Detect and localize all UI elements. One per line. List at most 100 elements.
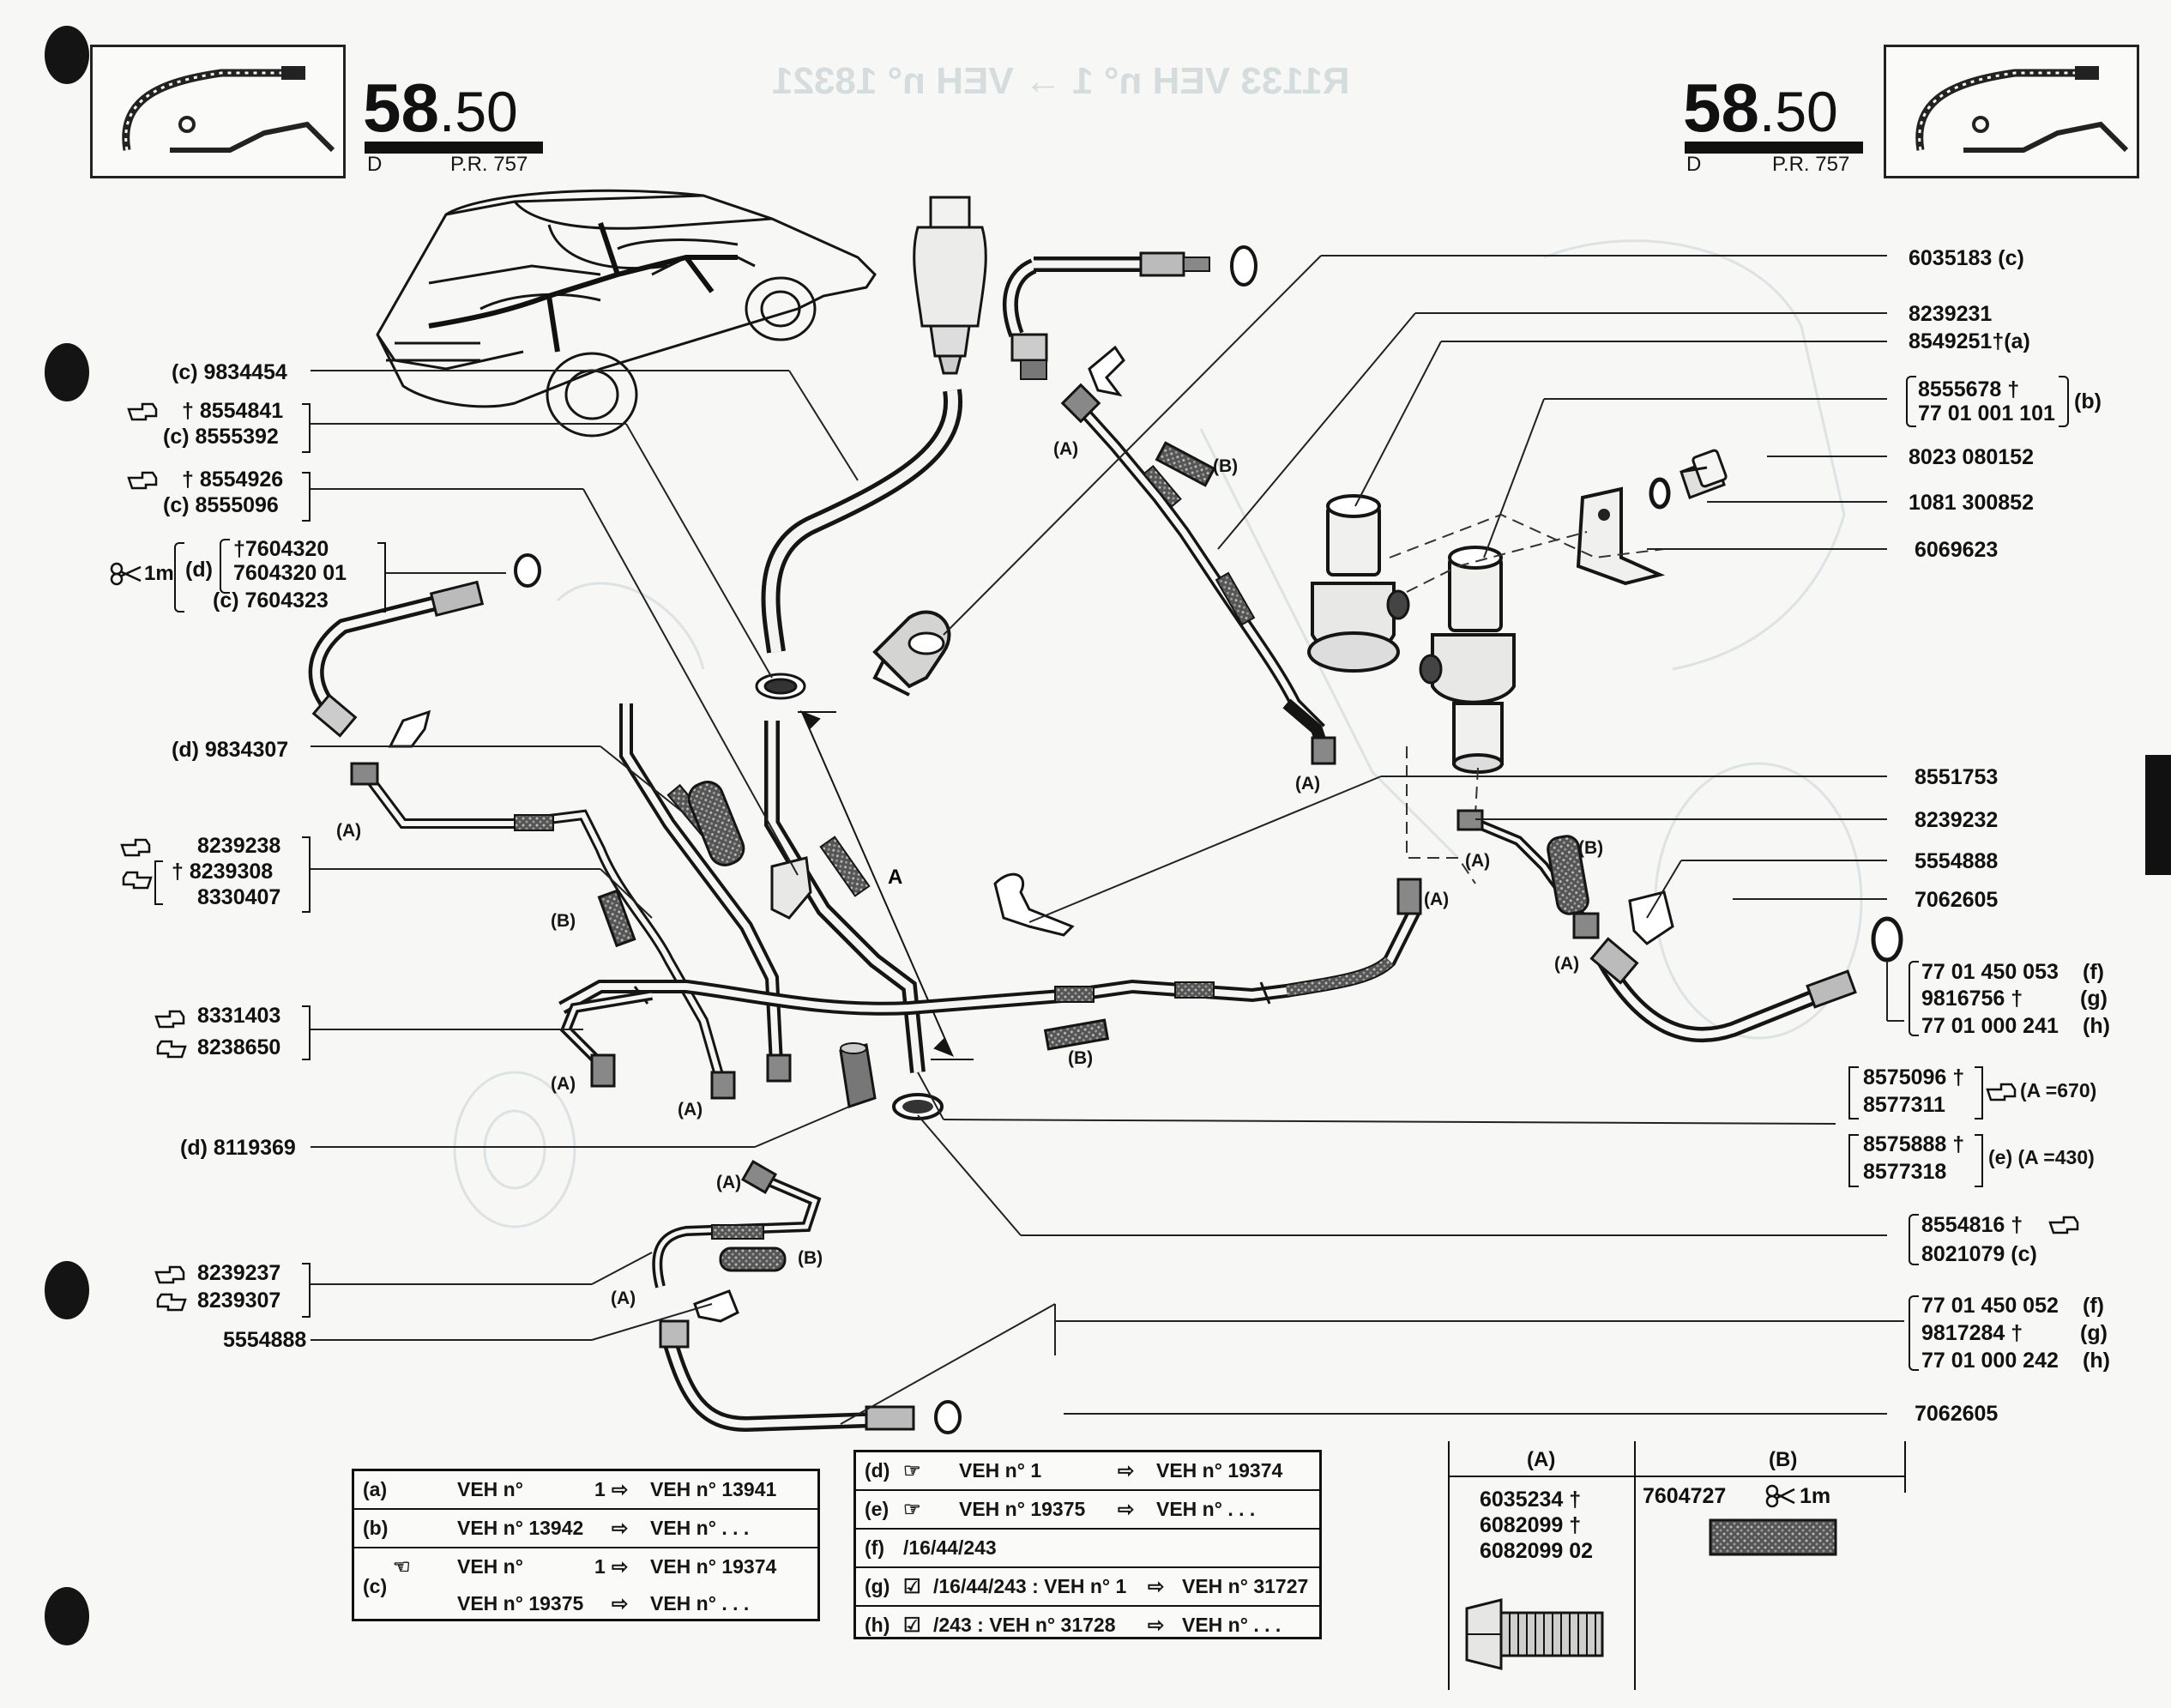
variant-code: (g)	[2080, 1321, 2108, 1345]
hand-pointer-right-icon	[154, 1038, 187, 1063]
section-thumbnail-left	[90, 45, 346, 178]
part-label: 8239232	[1915, 808, 1999, 832]
arrow-right-icon: ⇨	[612, 1555, 629, 1578]
punch-hole	[45, 1587, 89, 1645]
section-ref: P.R. 757	[450, 153, 528, 176]
variant-code: (h)	[2083, 1349, 2110, 1373]
branch-pipe	[559, 990, 653, 1088]
union-fitting-icon	[1465, 1598, 1604, 1670]
flexible-hose-lower	[659, 1319, 962, 1434]
table-row: (e) ☞ VEH n° 19375 ⇨ VEH n° . . .	[856, 1491, 1319, 1530]
svg-text:(A): (A)	[1465, 851, 1490, 871]
part-label: 8331403	[197, 1004, 281, 1028]
part-label: 5554888	[223, 1328, 307, 1352]
sleeve-b	[687, 781, 745, 866]
part-label: (c) 8555392	[163, 425, 279, 449]
rigid-pipe-lower	[652, 1160, 822, 1289]
section-bar	[1685, 142, 1863, 154]
scissors-icon	[1765, 1484, 1796, 1512]
bracket	[1975, 1134, 1983, 1187]
svg-text:(B): (B)	[1213, 456, 1238, 476]
part-label: 1081 300852	[1909, 491, 2034, 515]
table-row: (g) ☑ /16/44/243 : VEH n° 1 ⇨ VEH n° 317…	[856, 1568, 1319, 1607]
bracket	[377, 542, 386, 613]
punch-hole	[45, 343, 89, 401]
bracket	[302, 403, 311, 453]
arrow-right-icon: ⇨	[1118, 1459, 1135, 1482]
svg-text:(A): (A)	[1554, 954, 1579, 974]
check-mark-icon: ☑	[903, 1575, 921, 1597]
spring-clip	[693, 1289, 739, 1323]
sleeve-b	[1043, 1018, 1110, 1051]
svg-text:(B): (B)	[551, 911, 576, 931]
flexible-hose-left	[308, 553, 541, 738]
part-label: 6069623	[1915, 538, 1999, 562]
part-label: †7604320	[233, 537, 329, 561]
arrow-right-icon: ⇨	[1148, 1575, 1165, 1597]
hand-pointer-right-icon: ☞	[903, 1459, 921, 1482]
union-nut	[839, 1042, 877, 1108]
hose-thumbnail-icon	[122, 66, 335, 153]
arrow-right-icon: ⇨	[612, 1592, 629, 1614]
length-qty: 1m	[144, 562, 174, 585]
sleeve-b	[1155, 441, 1216, 487]
index-tab	[2145, 755, 2171, 875]
part-label: 7604320 01	[233, 561, 347, 585]
leader-lines	[311, 370, 859, 1341]
svg-text:(A): (A)	[336, 821, 361, 841]
part-label: 8239238	[197, 834, 281, 858]
dimension-label: A	[888, 866, 902, 889]
hose-thumbnail-icon	[1915, 66, 2129, 153]
bleed-through-drawing	[453, 239, 1863, 1228]
part-label: 8238650	[197, 1035, 281, 1059]
variant-code: (f)	[2083, 960, 2104, 984]
part-label: † 8554926	[182, 468, 284, 492]
spring-clip	[1088, 345, 1125, 397]
length-note: (A =670)	[2020, 1079, 2097, 1101]
part-label: 77 01 450 053	[1921, 960, 2059, 984]
svg-text:(A): (A)	[611, 1289, 636, 1308]
dimension-a	[798, 710, 974, 1060]
section-letter: D	[367, 153, 383, 176]
section-thumbnail-right	[1884, 45, 2139, 178]
car-illustration	[376, 189, 877, 438]
part-label: 8575888 †	[1863, 1132, 1965, 1156]
sleeve-b	[597, 889, 636, 948]
check-mark-icon: ☑	[903, 1614, 921, 1636]
part-label: 7062605	[1915, 888, 1999, 912]
bracket	[1909, 1214, 1919, 1265]
divider	[1448, 1476, 1904, 1477]
fluid-reservoir	[913, 196, 987, 375]
arrow-right-icon: ⇨	[612, 1478, 629, 1500]
sleeve-b	[719, 1246, 787, 1272]
rigid-pipe-long	[764, 721, 926, 1073]
divider	[1634, 1441, 1636, 1690]
arrow-right-icon: ⇨	[612, 1517, 629, 1539]
svg-text:(A): (A)	[551, 1074, 576, 1094]
bracket	[1909, 1295, 1919, 1371]
flexible-hose-top	[1003, 245, 1257, 380]
spring-clip	[1628, 890, 1674, 945]
part-label: 8577318	[1863, 1160, 1947, 1184]
bracket	[1906, 376, 1916, 427]
part-label: 77 01 001 101	[1918, 401, 2055, 425]
svg-text:(A): (A)	[716, 1173, 741, 1192]
bolt	[1680, 449, 1728, 499]
bracket	[1848, 1134, 1859, 1187]
hand-pointer-left-icon	[154, 1008, 187, 1033]
part-label: 77 01 450 052	[1921, 1294, 2059, 1318]
table-row: (f) /16/44/243	[856, 1530, 1319, 1568]
table-row: (d) ☞ VEH n° 1 ⇨ VEH n° 19374	[856, 1452, 1319, 1491]
washer	[1649, 477, 1671, 510]
part-label: 6082099 02	[1480, 1539, 1594, 1563]
part-label: 8575096 †	[1863, 1065, 1965, 1089]
part-label: 6082099 †	[1480, 1513, 1582, 1537]
table-row: (a) VEH n° 1 ⇨ VEH n° 13941	[354, 1471, 817, 1510]
part-label: (c) 9834454	[172, 360, 287, 384]
pipe-clip	[993, 872, 1075, 937]
bracket	[2059, 376, 2069, 427]
part-label: † 8239308	[172, 860, 274, 884]
vehicle-range-table-mid: (d) ☞ VEH n° 1 ⇨ VEH n° 19374 (e) ☞ VEH …	[853, 1450, 1322, 1639]
hand-pointer-left-icon	[120, 836, 153, 861]
